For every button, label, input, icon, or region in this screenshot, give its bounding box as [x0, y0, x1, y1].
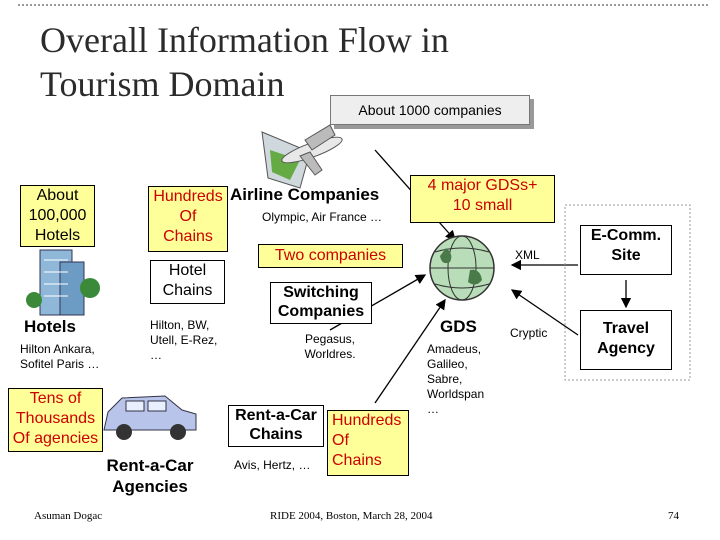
hotels-count-box: About 100,000 Hotels	[20, 185, 95, 247]
switching-examples: Pegasus, Worldres.	[290, 332, 370, 362]
rentacar-agencies-line-2: Agencies	[112, 477, 188, 496]
agencies-count-line-1: Tens of	[29, 390, 82, 407]
gds-count-box: 4 major GDSs+ 10 small	[410, 175, 555, 223]
footer-author: Asuman Dogac	[34, 510, 103, 522]
travel-agency-box: Travel Agency	[580, 310, 672, 370]
ecommerce-line-2: Site	[611, 247, 641, 264]
hotel-building-icon	[26, 249, 100, 316]
title-line-1: Overall Information Flow in	[40, 20, 449, 60]
ecommerce-site-box: E-Comm. Site	[580, 225, 672, 275]
hotel-chain-examples: Hilton, BW, Utell, E-Rez, …	[150, 318, 217, 363]
companies-badge: About 1000 companies	[330, 95, 530, 125]
hotels-label: Hotels	[24, 317, 76, 336]
hotel-chains-count-line-2: Of	[179, 208, 197, 225]
hotel-chains-line-1: Hotel	[168, 262, 207, 279]
agencies-count-line-2: Thousands	[15, 410, 96, 427]
switching-line-2: Companies	[277, 303, 365, 320]
title-line-2: Tourism Domain	[40, 64, 285, 104]
rentacar-agencies-line-1: Rent-a-Car	[106, 456, 194, 475]
gds-count-line-2: 10 small	[452, 197, 513, 214]
hotel-chains-box: Hotel Chains	[150, 260, 225, 304]
arrow-rentacar-to-gds	[374, 298, 446, 404]
hotels-count-line-1: About	[36, 187, 79, 204]
gds-examples-line-5: …	[427, 402, 439, 416]
gds-count-line-1: 4 major GDSs+	[427, 177, 538, 194]
gds-examples-line-2: Galileo,	[427, 357, 468, 371]
airplane-icon	[261, 124, 343, 189]
hotels-examples-line-2: Sofitel Paris …	[20, 357, 100, 371]
arrow-agency-to-gds	[510, 289, 579, 336]
hotels-count-line-3: Hotels	[34, 227, 81, 244]
hotels-examples: Hilton Ankara, Sofitel Paris …	[20, 342, 99, 372]
rentacar-agencies-label: Rent-a-Car Agencies	[95, 455, 205, 497]
hotel-chain-examples-line-2: Utell, E-Rez,	[150, 333, 218, 347]
hotels-count-line-2: 100,000	[28, 207, 87, 224]
gds-examples: Amadeus, Galileo, Sabre, Worldspan …	[427, 342, 484, 417]
hotel-chains-count-line-1: Hundreds	[153, 188, 223, 205]
footer-page-number: 74	[668, 510, 679, 522]
gds-examples-line-4: Worldspan	[427, 387, 485, 401]
xml-label: XML	[515, 248, 540, 262]
airline-companies-label: Airline Companies	[230, 185, 380, 204]
car-icon	[103, 395, 197, 440]
rentacar-chains-line-1: Rent-a-Car	[235, 407, 317, 424]
hotel-chain-examples-line-3: …	[150, 348, 162, 362]
hotel-chain-examples-line-1: Hilton, BW,	[150, 318, 210, 332]
client-channel-frame	[564, 204, 691, 381]
switching-examples-line-2: Worldres.	[304, 347, 356, 361]
slide-title: Overall Information Flow in Tourism Doma…	[40, 18, 449, 106]
hotel-chains-count-box: Hundreds Of Chains	[148, 186, 228, 252]
airline-examples: Olympic, Air France …	[262, 210, 383, 224]
cryptic-label: Cryptic	[510, 326, 548, 340]
switching-examples-line-1: Pegasus,	[304, 332, 356, 346]
rentacar-chains-line-2: Chains	[249, 426, 303, 443]
travel-agency-line-2: Agency	[597, 340, 655, 357]
switching-line-1: Switching	[283, 284, 359, 301]
ecommerce-line-1: E-Comm.	[590, 227, 662, 244]
two-companies-box: Two companies	[258, 244, 403, 268]
footer-event: RIDE 2004, Boston, March 28, 2004	[270, 510, 433, 522]
rentacar-count-line-2: Of	[332, 432, 349, 449]
hotels-examples-line-1: Hilton Ankara,	[20, 342, 95, 356]
hotel-chains-count-line-3: Chains	[163, 228, 213, 245]
switching-companies-box: Switching Companies	[270, 282, 372, 324]
rentacar-chains-box: Rent-a-Car Chains	[228, 405, 324, 447]
gds-examples-line-3: Sabre,	[427, 372, 463, 386]
rentacar-count-box: Hundreds Of Chains	[327, 410, 409, 476]
rentacar-count-line-3: Chains	[332, 452, 382, 469]
gds-examples-line-1: Amadeus,	[427, 342, 482, 356]
rentacar-count-line-1: Hundreds	[332, 412, 402, 429]
hotel-chains-line-2: Chains	[162, 282, 213, 299]
agencies-count-box: Tens of Thousands Of agencies	[8, 388, 103, 452]
gds-label: GDS	[440, 317, 477, 336]
rentacar-examples: Avis, Hertz, …	[234, 458, 311, 472]
agencies-count-line-3: Of agencies	[12, 430, 99, 447]
top-divider	[18, 4, 708, 7]
travel-agency-line-1: Travel	[602, 320, 650, 337]
globe-icon	[429, 235, 495, 301]
